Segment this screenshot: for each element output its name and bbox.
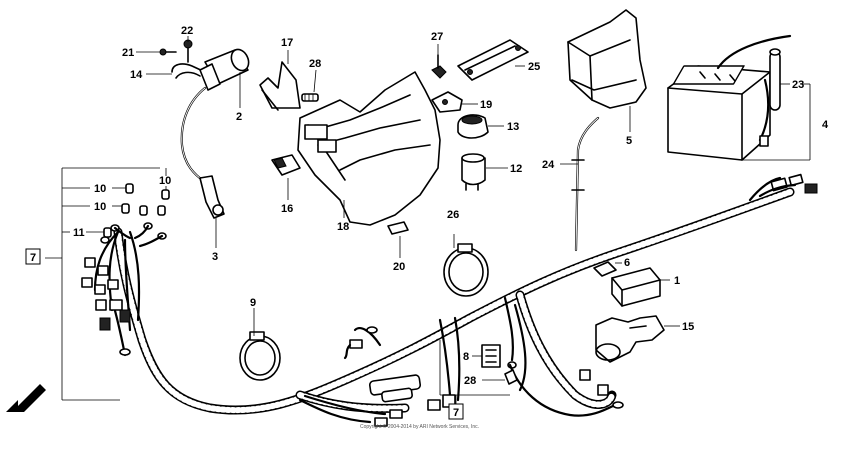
label-21: 21 xyxy=(122,47,134,59)
left-connector-bundle xyxy=(81,222,167,357)
part-21-bolt xyxy=(159,48,177,56)
part-18-cover xyxy=(297,71,441,226)
part-24-tube xyxy=(571,116,600,252)
label-19: 19 xyxy=(480,99,492,111)
label-20: 20 xyxy=(393,261,405,273)
label-14: 14 xyxy=(130,69,143,81)
label-10c: 10 xyxy=(159,175,171,187)
label-13: 13 xyxy=(507,121,519,133)
part-10-terminals xyxy=(121,183,170,216)
label-7-left: 7 xyxy=(30,252,36,264)
label-9: 9 xyxy=(250,297,256,309)
part-22-bolt xyxy=(183,39,193,63)
part-labels: 21 22 14 2 3 17 28 16 18 20 27 25 19 13 … xyxy=(73,25,829,387)
label-8: 8 xyxy=(463,351,469,363)
part-17-bracket xyxy=(259,61,301,111)
harness-end-connectors xyxy=(748,173,818,202)
copyright-text: Copyright © 2004-2014 by ARI Network Ser… xyxy=(360,423,479,430)
part-28-bolt-bottom xyxy=(504,369,518,385)
label-6: 6 xyxy=(624,257,630,269)
label-18: 18 xyxy=(337,221,349,233)
part-20-pad xyxy=(387,221,409,235)
boxed-label-7-left: 7 xyxy=(25,248,41,265)
boxed-label-7-bottom: 7 xyxy=(448,403,464,420)
label-23: 23 xyxy=(792,79,804,91)
part-2-ignition-coil xyxy=(180,48,250,184)
label-22: 22 xyxy=(181,25,193,37)
part-25-strap xyxy=(457,39,529,81)
right-lower-connectors xyxy=(508,363,624,417)
part-15-holder xyxy=(595,315,665,363)
part-5-battery-case xyxy=(567,9,647,109)
part-26-band xyxy=(443,243,489,297)
part-6-block xyxy=(593,261,617,277)
label-7-bottom: 7 xyxy=(453,407,459,419)
label-15: 15 xyxy=(682,321,694,333)
center-connectors xyxy=(298,296,527,427)
label-28-top: 28 xyxy=(309,58,321,70)
part-12-flasher xyxy=(461,153,486,191)
leader-lines xyxy=(45,36,811,404)
label-10b: 10 xyxy=(94,201,106,213)
part-9-band xyxy=(239,331,281,381)
label-24: 24 xyxy=(542,159,555,171)
label-1: 1 xyxy=(674,275,680,287)
part-1-relay xyxy=(611,267,661,307)
label-4: 4 xyxy=(822,119,829,131)
label-26: 26 xyxy=(447,209,459,221)
label-11: 11 xyxy=(73,227,85,239)
part-8-connector xyxy=(481,344,501,368)
label-2: 2 xyxy=(236,111,242,123)
label-3: 3 xyxy=(212,251,218,263)
fwd-arrow: FWD xyxy=(6,384,46,412)
part-23-tube xyxy=(769,48,781,111)
part-28-bolt-top xyxy=(301,93,319,102)
label-5: 5 xyxy=(626,135,632,147)
main-wire-harness xyxy=(81,173,818,427)
part-11-terminal xyxy=(103,227,112,238)
part-14-clamp xyxy=(171,63,206,79)
label-17: 17 xyxy=(281,37,293,49)
part-27-bolt xyxy=(431,54,447,79)
label-10a: 10 xyxy=(94,183,106,195)
part-16-connector xyxy=(271,154,301,176)
label-16: 16 xyxy=(281,203,293,215)
label-27: 27 xyxy=(431,31,443,43)
label-25: 25 xyxy=(528,61,540,73)
part-13-relay xyxy=(457,114,489,139)
label-28-bottom: 28 xyxy=(464,375,476,387)
part-4-battery xyxy=(667,34,792,161)
label-12: 12 xyxy=(510,163,522,175)
part-19-plate xyxy=(431,91,463,113)
part-3-spark-plug-cap xyxy=(199,175,225,219)
